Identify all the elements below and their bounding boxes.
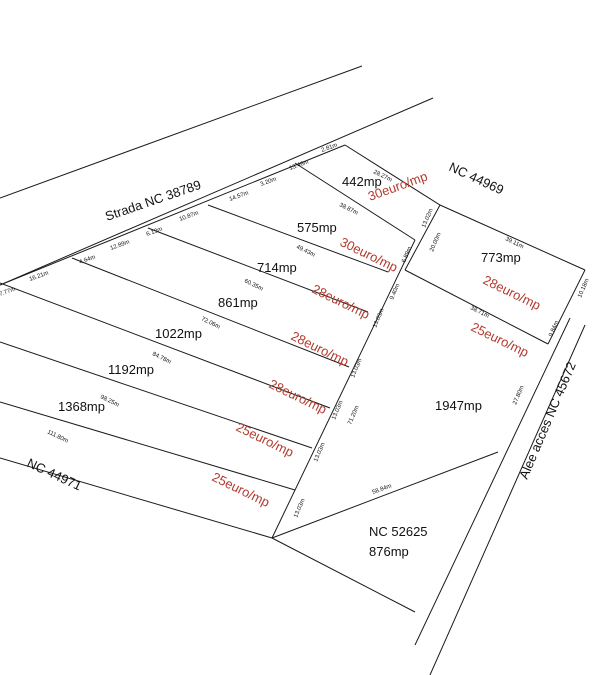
right-dim-label: 20.00m xyxy=(429,232,442,253)
nc52625-bottom xyxy=(271,537,416,613)
lots-frontage-line xyxy=(0,144,346,286)
depth-dim-label: 38.87m xyxy=(338,202,359,216)
right-dim-label: 38.71m xyxy=(469,305,490,319)
upper-plot-bottom xyxy=(404,269,549,345)
nc52625-id-label: NC 52625 xyxy=(369,524,428,539)
lot-area-label: 861mp xyxy=(218,295,258,310)
lot-area-label: 773mp xyxy=(481,250,521,265)
street-label-nc44969: NC 44969 xyxy=(447,159,506,197)
lot-line-5 xyxy=(0,282,331,409)
lot-price-label: 25euro/mp xyxy=(469,319,531,360)
lot-line-2 xyxy=(207,204,389,273)
street-label-nc44971: NC 44971 xyxy=(25,455,84,493)
upper-plot-right xyxy=(547,269,586,345)
alee-edge-1 xyxy=(414,317,571,646)
lot-price-label: 25euro/mp xyxy=(210,469,272,510)
right-dim-label: 71.20m xyxy=(347,405,360,426)
lot-price-label: 28euro/mp xyxy=(289,328,351,369)
street-edge-outer xyxy=(0,65,363,199)
nc52625-area-label: 876mp xyxy=(369,544,409,559)
street-edge-inner xyxy=(0,97,434,286)
lot-line-3 xyxy=(147,227,369,313)
lot-price-label: 30euro/mp xyxy=(338,234,400,275)
diag-dim-label: 13.03m xyxy=(293,498,306,519)
depth-dim-label: 111.80m xyxy=(46,429,69,444)
bottom-boundary xyxy=(0,457,273,539)
diag-dim-label: 13.03m xyxy=(313,442,326,463)
depth-dim-label: 49.43m xyxy=(295,244,316,258)
depth-dim-label: 84.78m xyxy=(151,351,172,365)
lot-area-label: 1947mp xyxy=(435,398,482,413)
upper-plot-divider xyxy=(404,204,441,271)
front-dim-label: 7.77m xyxy=(0,287,16,298)
depth-dim-label: 60.35m xyxy=(243,278,264,292)
lot-area-label: 442mp xyxy=(342,174,382,189)
lot-line-4 xyxy=(71,257,350,368)
lot-area-label: 714mp xyxy=(257,260,297,275)
lower-boundary xyxy=(271,451,499,539)
depth-dim-label: 72.06m xyxy=(200,316,221,330)
street-label-alee: Alee acces NC 45672 xyxy=(516,360,579,482)
front-dim-label: 10.87m xyxy=(179,210,200,222)
lot-area-label: 1192mp xyxy=(108,362,154,377)
lot-line-6 xyxy=(0,341,313,449)
lot-line-7 xyxy=(0,401,296,491)
lot-price-label: 28euro/mp xyxy=(310,281,372,322)
diag-dim-label: 6.89m xyxy=(401,246,413,264)
lot-price-label: 28euro/mp xyxy=(481,272,543,313)
right-dim-label: 27.80m xyxy=(512,385,525,406)
lot-area-label: 1022mp xyxy=(155,326,202,341)
lot-area-label: 575mp xyxy=(297,220,337,235)
right-dim-label: 58.84m xyxy=(372,483,393,495)
diag-dim-label: 9.40m xyxy=(389,283,401,301)
lots-diagonal-boundary xyxy=(271,239,416,539)
front-dim-label: 12.89m xyxy=(110,239,131,251)
right-dim-label: 9.84m xyxy=(548,320,560,338)
lot-area-label: 1368mp xyxy=(58,399,105,414)
lot-price-label: 28euro/mp xyxy=(267,376,329,417)
lot-line-1 xyxy=(294,162,416,241)
diag-dim-label: 13.03m xyxy=(350,358,363,379)
front-dim-label: 6.13m xyxy=(146,227,164,238)
front-dim-label: 2.81m xyxy=(321,143,339,154)
front-dim-label: 4.64m xyxy=(79,255,97,266)
alee-edge-2 xyxy=(429,324,586,675)
front-dim-label: 14.57m xyxy=(229,190,250,202)
front-dim-label: 3.20m xyxy=(260,177,278,188)
diag-dim-label: 13.03m xyxy=(372,308,385,329)
